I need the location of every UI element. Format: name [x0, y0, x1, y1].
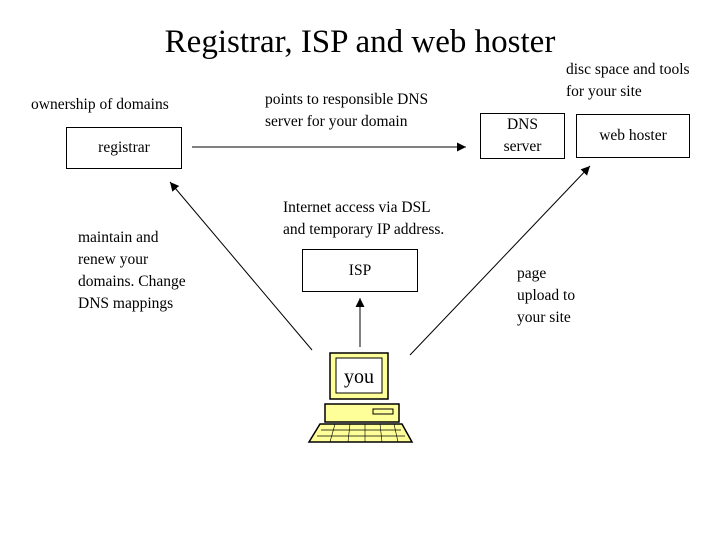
computer-icon	[307, 352, 414, 443]
dns-server-box: DNS server	[480, 113, 565, 159]
ownership-label: ownership of domains	[31, 96, 169, 113]
diagram-title: Registrar, ISP and web hoster	[164, 24, 556, 60]
computer-screen-label: you	[344, 366, 374, 388]
points-to-label: points to responsible DNS server for you…	[265, 91, 429, 130]
internet-access-label: Internet access via DSL and temporary IP…	[283, 199, 445, 238]
maintain-label: maintain and renew your domains. Change …	[78, 229, 186, 312]
web-hoster-box: web hoster	[576, 114, 690, 158]
isp-box: ISP	[302, 249, 418, 292]
arrow-you-to-web-hoster	[409, 165, 591, 356]
registrar-box: registrar	[66, 127, 182, 169]
arrow-you-to-registrar	[169, 181, 313, 351]
disc-space-label: disc space and tools for your site	[566, 61, 690, 100]
page-upload-label: page upload to your site	[517, 265, 576, 326]
